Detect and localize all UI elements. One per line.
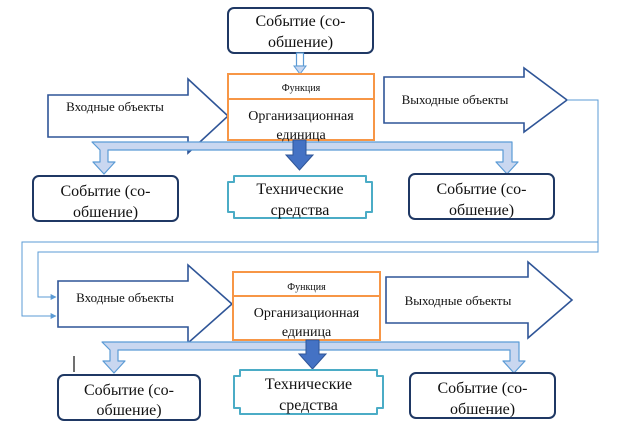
input-objects-arrow-2: Входные объекты [57, 263, 234, 345]
tech-down-arrow-2 [297, 339, 328, 370]
function-label-2: Функция [287, 282, 326, 293]
technical-means-1: Технические средства [227, 175, 373, 219]
right-event-2-line2: обшение) [450, 401, 515, 418]
event-to-function-arrow [293, 52, 307, 75]
top-event: Событие (со- обшение) [227, 7, 374, 54]
function-label-1: Функция [282, 83, 321, 94]
tech-2-line2: средства [279, 397, 338, 414]
top-event-line2: обшение) [268, 34, 333, 51]
org-unit-line2-1: единица [276, 128, 326, 143]
org-unit-line1-2: Организационная [254, 306, 360, 321]
output-objects-arrow-2: Выходные объекты [385, 260, 574, 340]
org-unit-line2-2: единица [282, 325, 332, 340]
left-event-1-line1: Событие (со- [61, 183, 151, 200]
output-objects-label-2: Выходные объекты [405, 293, 512, 308]
output-objects-label-1: Выходные объекты [402, 92, 509, 107]
technical-means-2: Технические средства [233, 369, 384, 415]
top-event-line1: Событие (со- [256, 13, 346, 30]
function-block-1: Функция Организационная единица [227, 73, 375, 143]
input-objects-label-1: Входные объекты [66, 99, 164, 114]
right-event-2-line1: Событие (со- [438, 380, 528, 397]
org-unit-line1-1: Организационная [248, 109, 354, 124]
flow-connector [21, 99, 599, 319]
input-objects-arrow-1: Входные объекты [47, 77, 230, 155]
function-block-2: Функция Организационная единица [232, 271, 381, 341]
tech-1-line1: Технические [256, 181, 343, 198]
input-objects-label-2: Входные объекты [76, 290, 174, 305]
right-event-2: Событие (со- обшение) [409, 372, 556, 419]
output-objects-arrow-1: Выходные объекты [383, 66, 569, 134]
right-event-1-line1: Событие (со- [437, 181, 527, 198]
tech-1-line2: средства [271, 202, 330, 219]
right-event-1-line2: обшение) [449, 202, 514, 219]
left-event-1-line2: обшение) [73, 204, 138, 221]
tech-2-line1: Технические [265, 376, 352, 393]
left-event-2-line1: Событие (со- [84, 382, 174, 399]
left-event-1: Событие (со- обшение) [32, 175, 179, 222]
left-event-2-line2: обшение) [96, 402, 161, 419]
tech-down-arrow-1 [284, 139, 315, 171]
left-event-2: Событие (со- обшение) [57, 374, 201, 421]
right-event-1: Событие (со- обшение) [408, 173, 555, 220]
